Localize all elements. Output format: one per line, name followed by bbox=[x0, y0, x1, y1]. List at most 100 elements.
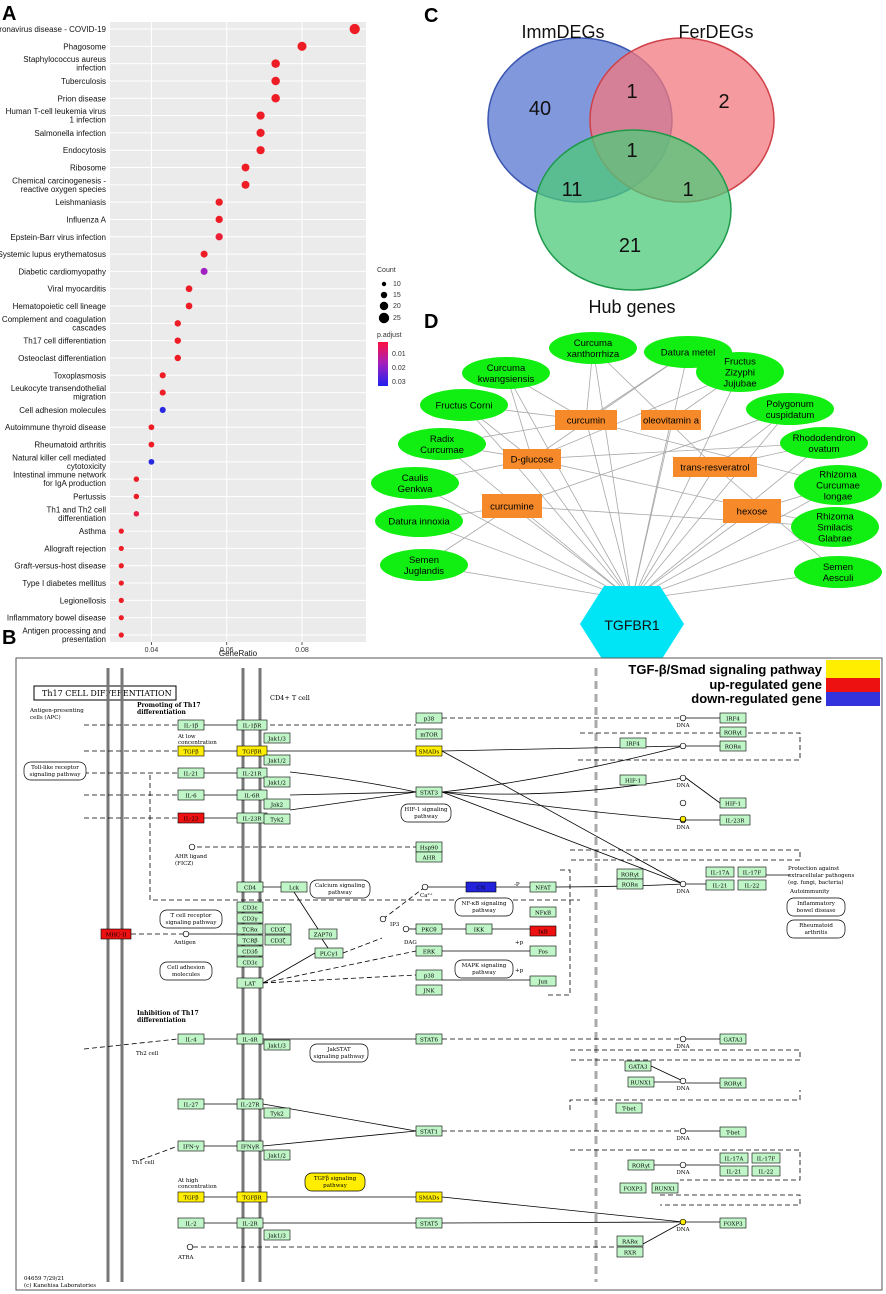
herb-node bbox=[380, 549, 468, 581]
kegg-annotation: DNA bbox=[676, 1086, 690, 1092]
kegg-annotation: Cell adhesion bbox=[167, 965, 205, 971]
gene-label-smads: SMADs bbox=[419, 1195, 440, 1201]
herb-node bbox=[371, 467, 459, 499]
dna-node bbox=[679, 815, 687, 823]
dot-0 bbox=[349, 23, 360, 35]
legend-up-label: up-regulated gene bbox=[709, 677, 822, 692]
venn-count: 1 bbox=[626, 140, 637, 162]
gene-cd3z bbox=[264, 934, 292, 946]
dot-20 bbox=[159, 372, 166, 379]
gene-smads bbox=[415, 745, 443, 757]
dot-14 bbox=[200, 267, 208, 275]
herb-label: ovatum bbox=[808, 444, 839, 455]
kegg-annotation: pathway bbox=[328, 890, 353, 896]
kegg-annotation: TGFβ signaling bbox=[314, 1176, 357, 1182]
term-label: Asthma bbox=[79, 527, 107, 536]
target-label: TGFBR1 bbox=[604, 617, 659, 633]
gene-tyk2 bbox=[263, 813, 291, 825]
gene-label-foxp3: FOXP3 bbox=[723, 1221, 743, 1227]
term-label: cascades bbox=[72, 323, 106, 332]
herb-label: Semen bbox=[823, 562, 853, 573]
kegg-annotation: -P bbox=[514, 882, 520, 888]
gene-stat3 bbox=[415, 786, 443, 798]
gene-label-il6r: IL-6R bbox=[244, 793, 260, 799]
herb-node bbox=[398, 428, 486, 460]
kegg-annotation: Protection against bbox=[788, 866, 840, 872]
arrow bbox=[149, 775, 580, 901]
gene-mtor bbox=[415, 728, 443, 740]
gene-cd3e bbox=[236, 956, 264, 968]
gene-rora bbox=[719, 740, 747, 752]
herb-label: longae bbox=[824, 492, 853, 503]
arrow bbox=[642, 1221, 684, 1245]
arrow bbox=[293, 891, 319, 930]
kegg-annotation: DNA bbox=[676, 889, 690, 895]
arrow bbox=[441, 750, 684, 885]
gene-label-il21: IL-21 bbox=[184, 771, 199, 777]
dna-node bbox=[188, 843, 196, 851]
gene-label-il21: IL-21 bbox=[713, 883, 728, 889]
gene-tgfb bbox=[177, 745, 205, 757]
gene-il2 bbox=[177, 1217, 205, 1229]
gene-label-rorgt: RORγt bbox=[621, 872, 640, 878]
arrow bbox=[570, 1049, 801, 1061]
kegg-annotation: AHR ligand bbox=[174, 854, 208, 860]
dna-node bbox=[186, 1243, 194, 1251]
dot-22 bbox=[159, 406, 166, 413]
gene-il21 bbox=[705, 879, 735, 891]
plot-gridlines bbox=[110, 22, 366, 642]
gene-label-nfat: NFAT bbox=[535, 885, 551, 891]
x-tick-label: 0.04 bbox=[145, 647, 159, 654]
gene-foxp3 bbox=[619, 1182, 647, 1194]
dot-13 bbox=[200, 250, 208, 258]
herb-label: Rhizoma bbox=[816, 512, 854, 523]
kegg-annotation: pathway bbox=[323, 1183, 348, 1189]
gene-label-il22: IL-22 bbox=[745, 883, 760, 889]
arrow bbox=[650, 1065, 684, 1082]
gene-plcg1 bbox=[314, 947, 344, 959]
pathway-link-box bbox=[159, 909, 223, 929]
kegg-annotation: ATRA bbox=[177, 1255, 194, 1261]
gene-tbet bbox=[615, 1102, 643, 1114]
gene-label-tgfb: TGFβ bbox=[183, 749, 198, 755]
arrow bbox=[289, 791, 417, 811]
gene-tgfbr bbox=[236, 745, 268, 757]
network-edge bbox=[418, 520, 633, 601]
compound-label: curcumin bbox=[567, 416, 606, 427]
gene-gata3 bbox=[624, 1060, 652, 1072]
pathway-link-box bbox=[309, 879, 371, 899]
gene-rara bbox=[616, 1235, 644, 1247]
gene-label-cd3d: CD3δ bbox=[242, 949, 258, 955]
kegg-annotation: signaling pathway bbox=[166, 920, 218, 926]
gene-label-tyk2: Tyk2 bbox=[270, 817, 284, 823]
herb-node bbox=[696, 352, 784, 392]
gene-tbet bbox=[719, 1126, 747, 1138]
term-label: Natural killer cell mediated bbox=[12, 453, 106, 462]
kegg-annotation: DNA bbox=[676, 1170, 690, 1176]
term-label: 1 infection bbox=[70, 116, 106, 125]
herb-label: Juglandis bbox=[404, 566, 444, 577]
gene-label-il21: IL-21 bbox=[727, 1169, 742, 1175]
pathway-link-box bbox=[304, 1172, 366, 1192]
dot-5 bbox=[256, 111, 265, 120]
term-label: reactive oxygen species bbox=[21, 185, 106, 194]
gene-label-gata3: GATA3 bbox=[724, 1037, 743, 1043]
herb-node bbox=[794, 465, 882, 505]
kegg-annotation: Inhibition of Th17 bbox=[137, 1010, 199, 1017]
term-label: Leukocyte transendothelial bbox=[11, 384, 106, 393]
kegg-annotation: (c) Kanehisa Laboratories bbox=[24, 1282, 96, 1289]
kegg-annotation: pathway bbox=[414, 814, 439, 820]
gene-label-tcrb: TCRβ bbox=[242, 938, 257, 944]
kegg-annotation: (FICZ) bbox=[175, 860, 193, 867]
dot-17 bbox=[174, 320, 181, 327]
legend-swatch-down bbox=[826, 692, 880, 706]
kegg-pathway-map: Th17 CELL DIFFERENTIATION TGF-β/Smad sig… bbox=[15, 657, 883, 1291]
network-edge bbox=[592, 347, 633, 601]
term-label: Coronavirus disease - COVID-19 bbox=[0, 25, 107, 34]
gene-rora bbox=[616, 878, 644, 890]
gene-label-il27: IL-27 bbox=[184, 1102, 199, 1108]
dna-node bbox=[679, 742, 687, 750]
herb-label: xanthorrhiza bbox=[567, 349, 620, 360]
